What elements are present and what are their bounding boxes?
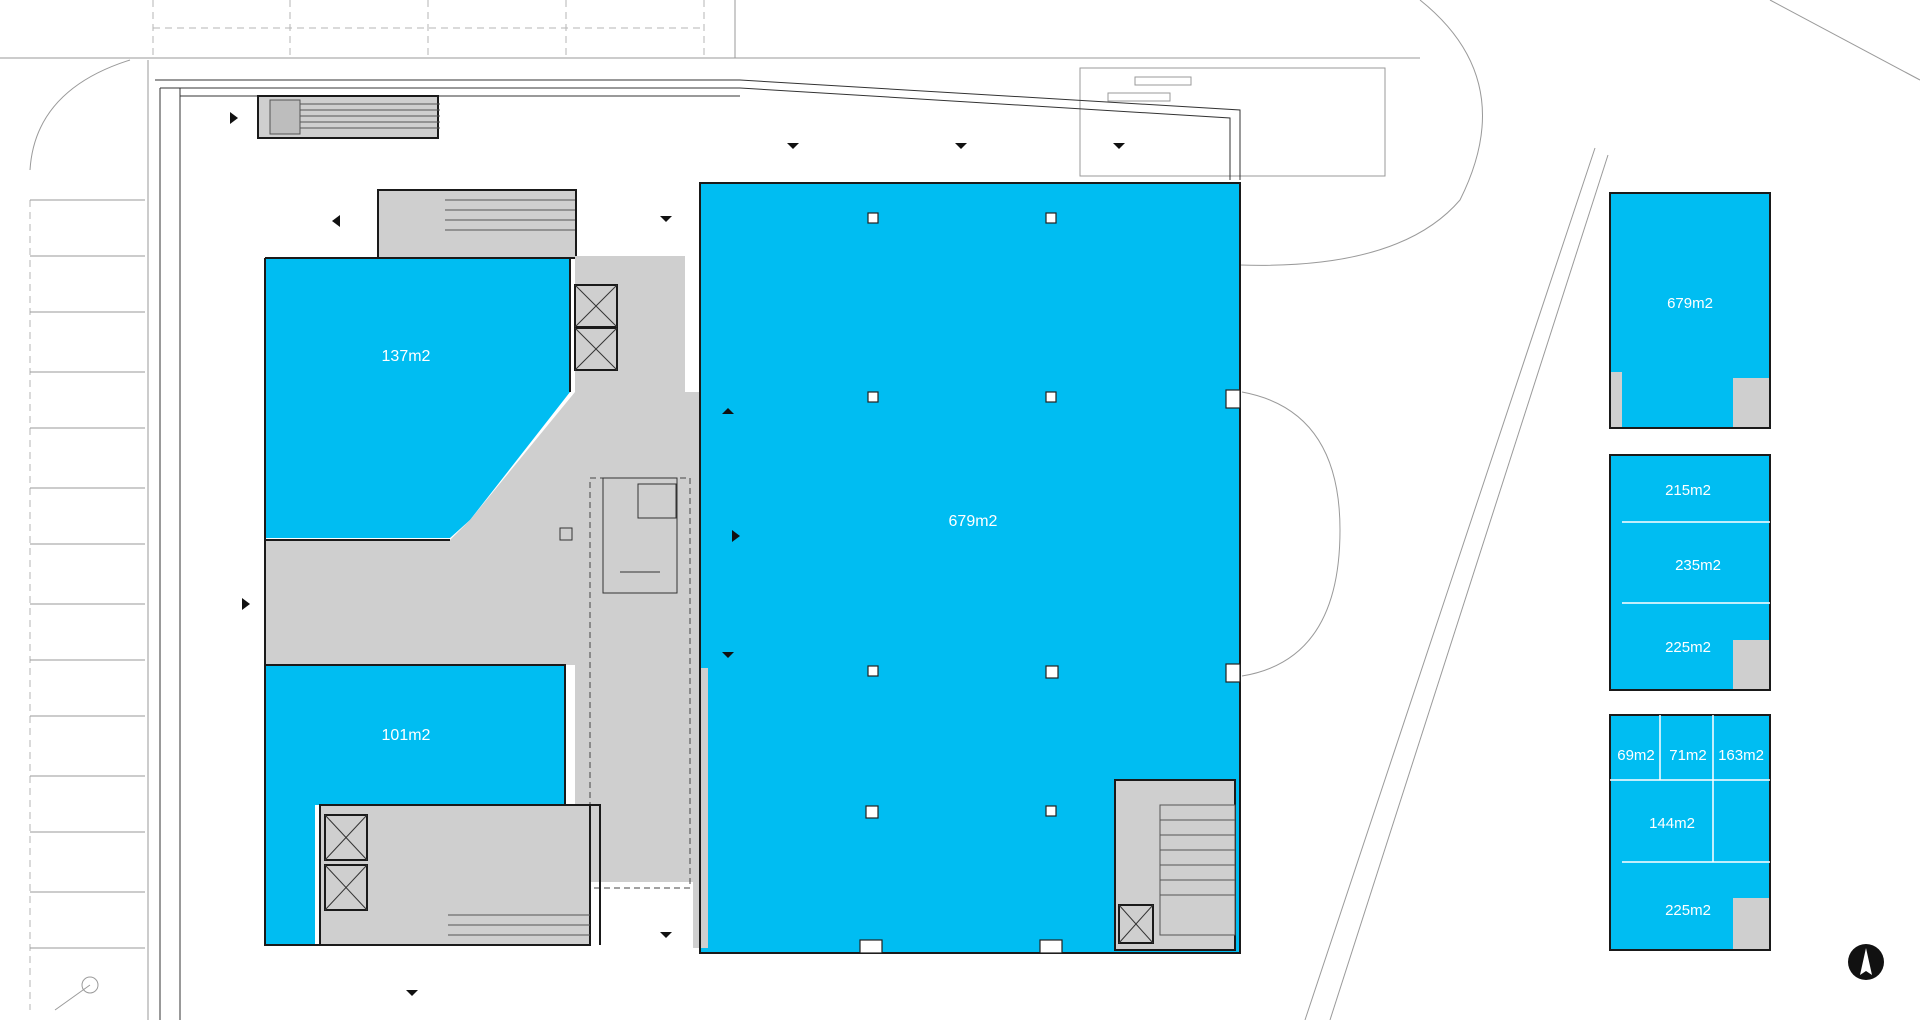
option3-label-225: 225m2 bbox=[1665, 902, 1711, 919]
option2-label-215: 215m2 bbox=[1665, 482, 1711, 499]
layout-option-1 bbox=[1609, 192, 1771, 429]
entrance-arrow-icon bbox=[230, 112, 238, 124]
entrance-arrow-icon bbox=[406, 990, 418, 996]
option3-label-144: 144m2 bbox=[1649, 815, 1695, 832]
entrance-arrow-icon bbox=[660, 932, 672, 938]
option3-label-163: 163m2 bbox=[1718, 747, 1764, 764]
main-hall bbox=[693, 182, 1241, 954]
parking-lines bbox=[29, 59, 149, 1020]
option1-label-679: 679m2 bbox=[1667, 295, 1713, 312]
west-wing bbox=[264, 189, 740, 946]
layout-option-3 bbox=[1609, 714, 1771, 951]
option2-label-235: 235m2 bbox=[1675, 557, 1721, 574]
entrance-arrow-icon bbox=[955, 143, 967, 149]
top-parking bbox=[152, 0, 705, 58]
layout-option-2 bbox=[1609, 454, 1771, 691]
room-label-137: 137m2 bbox=[382, 348, 431, 365]
entrance-arrow-icon bbox=[1113, 143, 1125, 149]
north-arrow-icon bbox=[1848, 944, 1884, 980]
option3-label-69: 69m2 bbox=[1617, 747, 1655, 764]
option2-label-225: 225m2 bbox=[1665, 639, 1711, 656]
entrance-arrow-icon bbox=[242, 598, 250, 610]
entrance-arrow-icon bbox=[332, 215, 340, 227]
entrance-arrow-icon bbox=[732, 530, 740, 542]
entrance-arrows bbox=[230, 112, 1125, 996]
room-label-679: 679m2 bbox=[949, 513, 998, 530]
entrance-arrow-icon bbox=[722, 652, 734, 658]
entrance-arrow-icon bbox=[722, 408, 734, 414]
room-137 bbox=[265, 258, 570, 538]
option3-label-71: 71m2 bbox=[1669, 747, 1707, 764]
room-101 bbox=[265, 665, 565, 805]
entrance-arrow-icon bbox=[660, 216, 672, 222]
stair-north bbox=[257, 95, 440, 139]
entrance-arrow-icon bbox=[787, 143, 799, 149]
room-label-101: 101m2 bbox=[382, 727, 431, 744]
